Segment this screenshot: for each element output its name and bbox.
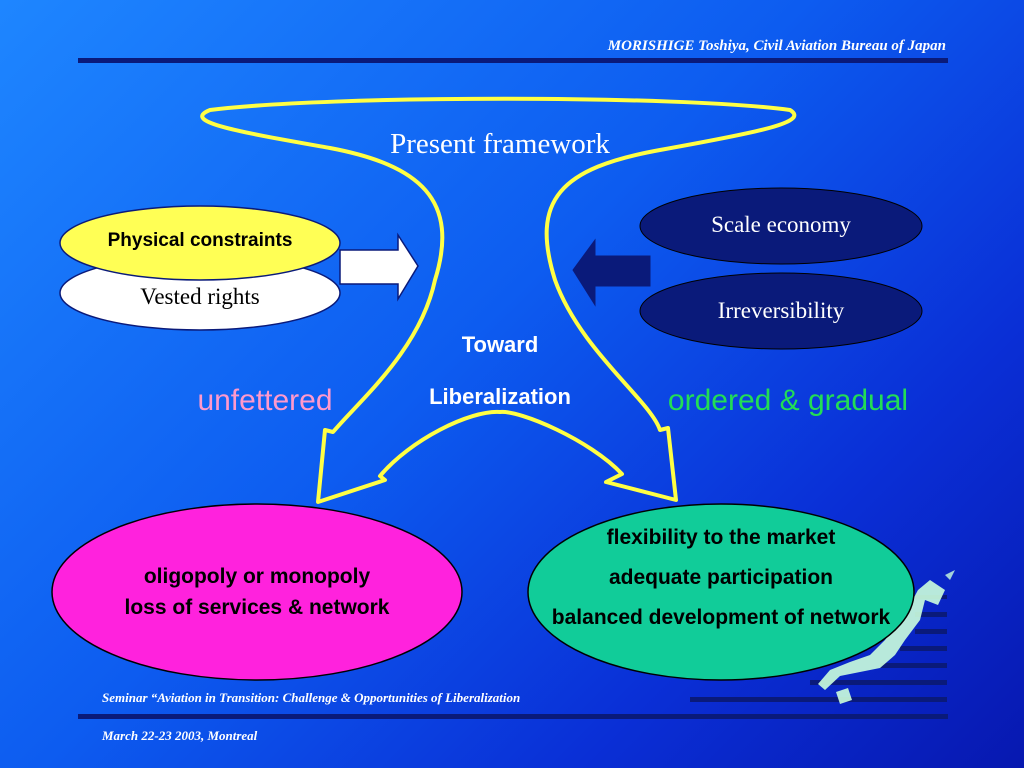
header-author: MORISHIGE Toshiya, Civil Aviation Bureau… xyxy=(607,38,946,54)
japan-map-decoration xyxy=(690,570,955,704)
footer-date-place: March 22-23 2003, Montreal xyxy=(102,728,258,743)
ordered-gradual-label: ordered & gradual xyxy=(667,384,909,417)
right-outcome-line1: flexibility to the market xyxy=(606,526,836,549)
unfettered-label: unfettered xyxy=(197,384,333,417)
present-framework-label: Present framework xyxy=(390,128,610,160)
scale-economy-ellipse xyxy=(639,187,923,265)
push-arrow-right xyxy=(339,232,419,302)
push-arrow-left xyxy=(572,238,651,307)
vested-rights-label: Vested rights xyxy=(140,284,260,309)
left-outcome-ellipse xyxy=(51,503,463,681)
left-outcome-line1: oligopoly or monopoly xyxy=(143,565,371,588)
physical-constraints-label: Physical constraints xyxy=(107,230,293,251)
bottom-divider xyxy=(78,714,948,719)
irreversibility-label: Irreversibility xyxy=(717,298,845,323)
left-outcome-line2: loss of services & network xyxy=(124,596,390,619)
physical-constraints-ellipse xyxy=(59,205,341,281)
right-outcome-line3: balanced development of network xyxy=(551,606,891,629)
liberalization-label: Liberalization xyxy=(429,384,571,409)
irreversibility-ellipse xyxy=(639,272,923,350)
footer-seminar: Seminar “Aviation in Transition: Challen… xyxy=(102,690,521,705)
toward-label: Toward xyxy=(461,332,539,357)
right-outcome-ellipse xyxy=(527,503,915,681)
top-divider xyxy=(78,58,948,63)
scale-economy-label: Scale economy xyxy=(711,212,851,237)
framework-arrow-outline xyxy=(200,96,797,504)
right-outcome-line2: adequate participation xyxy=(608,566,834,589)
